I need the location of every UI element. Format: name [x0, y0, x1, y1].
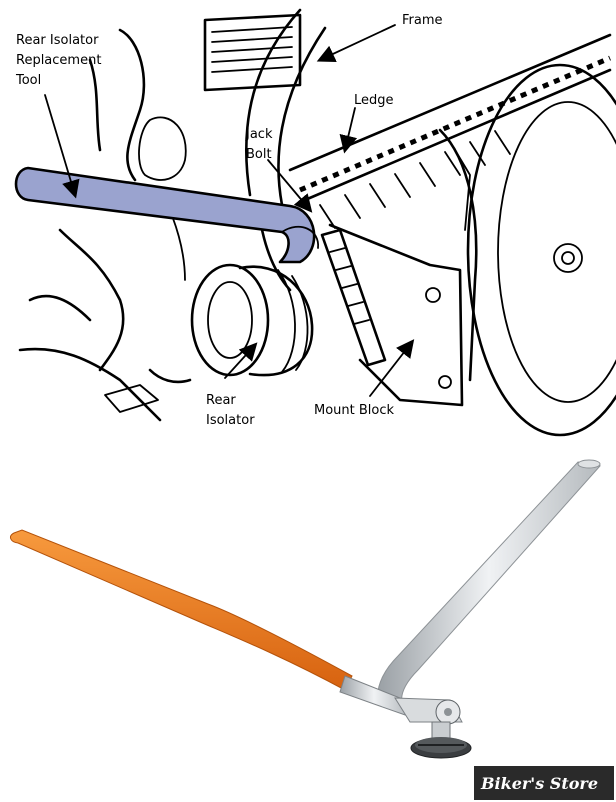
label-rear-isolator-replacement-tool-2: Replacement [16, 53, 101, 68]
label-frame: Frame [402, 13, 443, 28]
tool-orange-handle [10, 529, 353, 691]
engine-outline [18, 28, 192, 422]
pulley [466, 63, 616, 437]
frame-tube [244, 8, 327, 207]
label-rear-isolator-replacement-tool-3: Tool [15, 73, 41, 88]
label-ledge: Ledge [354, 93, 394, 108]
label-rear-isolator-1: Rear [206, 393, 236, 408]
pulley-bolt [553, 243, 583, 273]
tool-vertical-bar [377, 461, 601, 703]
vent-block [203, 13, 302, 92]
mount-block [328, 223, 464, 407]
rear-isolator [190, 263, 314, 377]
jack-bolt [320, 228, 387, 367]
label-rear-isolator-2: Isolator [206, 413, 255, 428]
leader-lines [44, 24, 415, 397]
label-jack-bolt-1: Jack [245, 127, 273, 142]
label-rear-isolator-replacement-tool-1: Rear Isolator [16, 33, 99, 48]
tool-highlight [14, 166, 316, 264]
label-jack-bolt-2: Bolt [246, 147, 272, 162]
tool-jack-screw [410, 721, 472, 759]
label-mount-block: Mount Block [314, 403, 395, 418]
store-watermark: Biker's Store [474, 766, 614, 800]
watermark-text: Biker's Store [480, 774, 598, 793]
installation-diagram: Rear Isolator Replacement Tool Frame Led… [14, 8, 616, 437]
tool-product-image [10, 459, 601, 759]
